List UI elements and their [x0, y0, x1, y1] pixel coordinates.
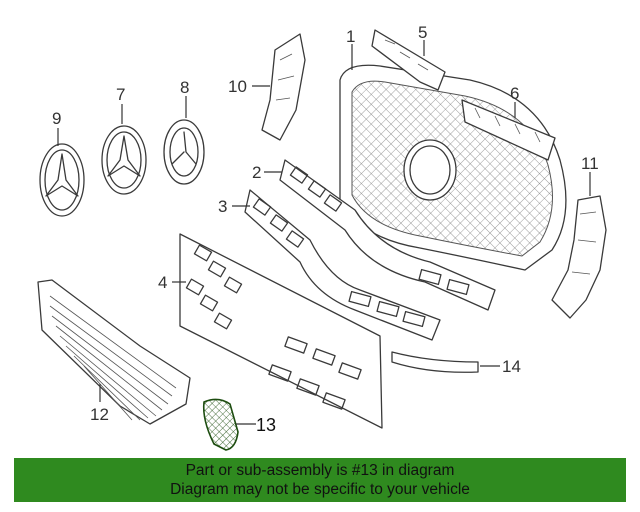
notice-banner: Part or sub-assembly is #13 in diagram D…	[14, 458, 626, 502]
callout-2: 2	[252, 163, 261, 182]
callout-7: 7	[116, 85, 125, 104]
callout-14: 14	[502, 357, 521, 376]
part-9-emblem	[39, 143, 85, 217]
part-2-molding	[279, 159, 496, 311]
callout-5: 5	[418, 23, 427, 42]
part-3-molding	[244, 189, 441, 341]
part-12-lower-grille	[37, 279, 191, 425]
callout-3: 3	[218, 197, 227, 216]
callout-1: 1	[346, 27, 355, 46]
notice-line-2: Diagram may not be specific to your vehi…	[170, 481, 470, 498]
callout-9: 9	[52, 109, 61, 128]
parts-diagram: 1 5 6 10 9 7 8	[37, 23, 607, 451]
notice-line-1: Part or sub-assembly is #13 in diagram	[185, 462, 455, 479]
callout-6: 6	[510, 84, 519, 103]
part-14-molding-strip	[391, 351, 479, 373]
part-13-grille-insert	[202, 398, 239, 451]
callout-8: 8	[180, 78, 189, 97]
callout-13: 13	[256, 415, 276, 435]
part-11-bracket	[551, 195, 607, 319]
callout-10: 10	[228, 77, 247, 96]
part-6-bracket	[461, 99, 556, 161]
part-10-bracket	[261, 33, 306, 141]
callout-11: 11	[581, 154, 599, 173]
part-8-emblem-base	[163, 119, 205, 185]
part-4-insert-kit	[179, 233, 383, 429]
part-7-emblem	[101, 125, 147, 195]
callout-12: 12	[90, 405, 109, 424]
part-5-bracket	[371, 29, 446, 91]
callout-4: 4	[158, 273, 167, 292]
